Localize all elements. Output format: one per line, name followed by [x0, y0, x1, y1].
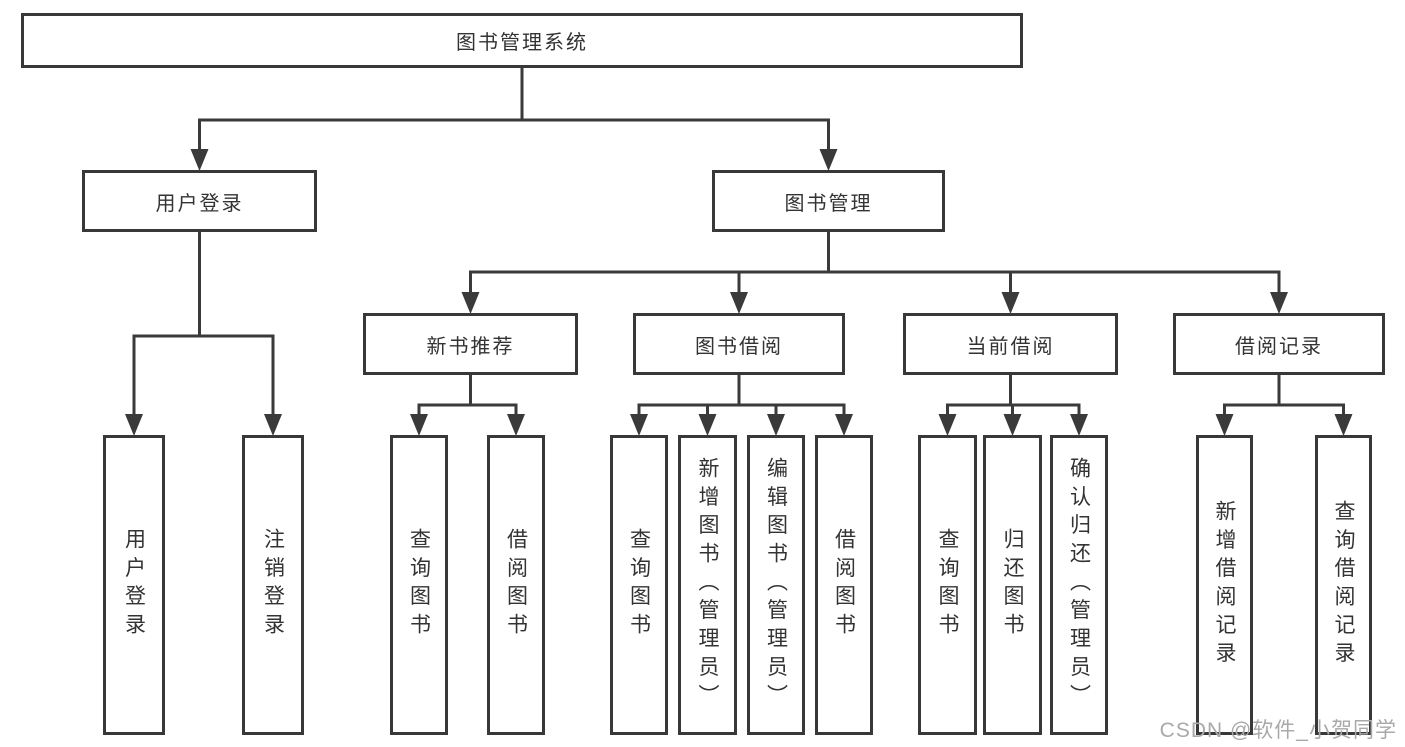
node-label-bb-edit: 编辑图书（管理员）: [764, 457, 788, 713]
node-label-current: 当前借阅: [966, 335, 1055, 358]
node-bb-query: 查询图书: [610, 435, 668, 735]
node-record: 借阅记录: [1173, 313, 1385, 375]
node-label-br-add: 新增借阅记录: [1213, 499, 1236, 671]
node-label-bb-borrow: 借阅图书: [832, 528, 856, 642]
node-label-cb-confirm: 确认归还（管理员）: [1067, 457, 1091, 713]
node-cb-confirm: 确认归还（管理员）: [1050, 435, 1108, 735]
node-label-record: 借阅记录: [1235, 335, 1323, 358]
node-label-cb-return: 归还图书: [1001, 528, 1024, 642]
node-label-bb-add: 新增图书（管理员）: [696, 457, 719, 713]
node-label-borrow: 图书借阅: [695, 335, 783, 358]
node-label-nr-borrow: 借阅图书: [504, 528, 528, 642]
node-cb-query: 查询图书: [918, 435, 977, 735]
node-label-book-mgmt: 图书管理: [784, 192, 873, 215]
node-current: 当前借阅: [903, 313, 1118, 375]
node-bb-borrow: 借阅图书: [815, 435, 873, 735]
node-label-nr-query: 查询图书: [407, 528, 431, 642]
node-br-query: 查询借阅记录: [1315, 435, 1372, 735]
watermark: CSDN @软件_小贺同学: [1159, 719, 1397, 742]
node-label-root: 图书管理系统: [456, 32, 588, 54]
node-user-login: 用户登录: [82, 170, 317, 232]
node-ul-login: 用户登录: [103, 435, 165, 735]
node-label-cb-query: 查询图书: [936, 528, 959, 642]
node-nr-borrow: 借阅图书: [487, 435, 545, 735]
node-bb-add: 新增图书（管理员）: [678, 435, 737, 735]
node-book-mgmt: 图书管理: [712, 170, 945, 232]
node-ul-logout: 注销登录: [242, 435, 304, 735]
node-label-ul-login: 用户登录: [122, 528, 146, 642]
node-label-ul-logout: 注销登录: [261, 528, 285, 642]
node-label-br-query: 查询借阅记录: [1332, 499, 1355, 671]
node-cb-return: 归还图书: [983, 435, 1042, 735]
node-new-rec: 新书推荐: [363, 313, 578, 375]
node-br-add: 新增借阅记录: [1196, 435, 1253, 735]
node-nr-query: 查询图书: [390, 435, 448, 735]
node-label-new-rec: 新书推荐: [426, 335, 515, 358]
node-label-user-login: 用户登录: [155, 192, 244, 215]
node-borrow: 图书借阅: [633, 313, 845, 375]
node-root: 图书管理系统: [21, 13, 1023, 68]
node-label-bb-query: 查询图书: [627, 528, 651, 642]
node-bb-edit: 编辑图书（管理员）: [747, 435, 805, 735]
